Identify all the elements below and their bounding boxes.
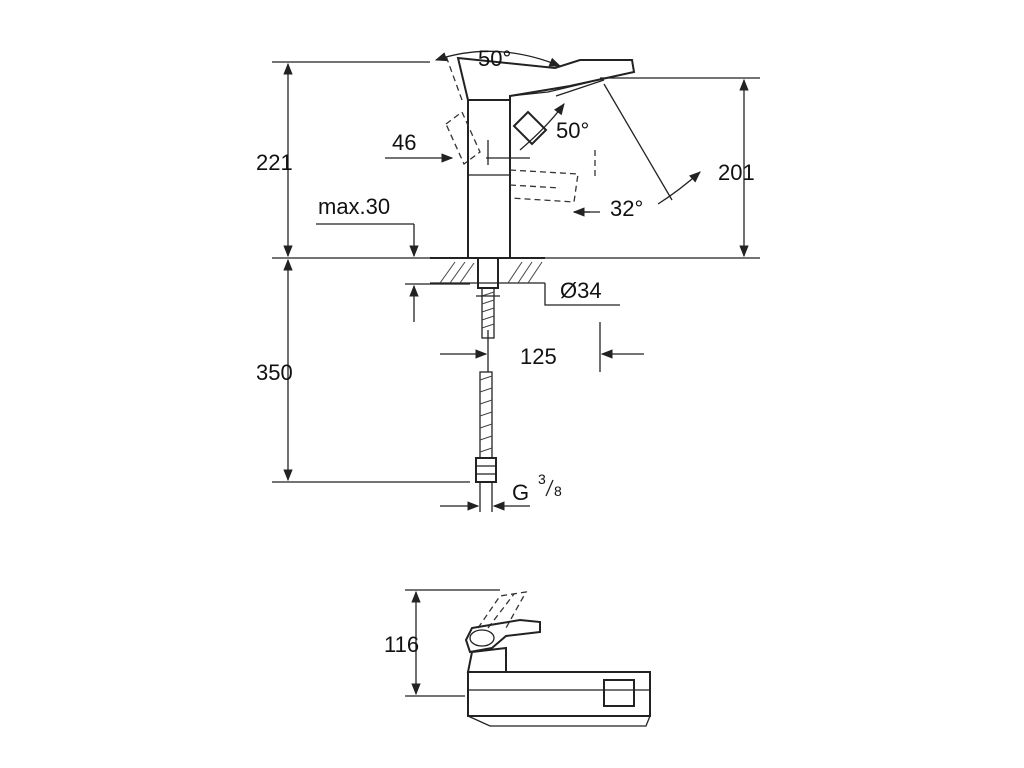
label-connection-g: G: [512, 480, 529, 505]
dimension-max30: max.30: [316, 194, 470, 322]
mounting-rod: [476, 257, 500, 339]
label-connection-num: 3: [538, 471, 546, 487]
label-angle-50-top: 50°: [478, 46, 511, 71]
label-angle-32: 32°: [610, 196, 643, 221]
supply-hose: [475, 371, 497, 512]
label-connection-den: 8: [554, 483, 562, 499]
dimension-46: 46: [385, 130, 530, 165]
dimension-201: 201: [545, 77, 760, 259]
label-max30: max.30: [318, 194, 390, 219]
dimension-height-left: 221 350: [256, 61, 470, 483]
label-height-221: 221: [256, 150, 293, 175]
label-angle-50-side: 50°: [556, 118, 589, 143]
label-116: 116: [384, 632, 419, 657]
faucet-bottom-view: 116: [384, 589, 651, 727]
dimension-125: 125: [440, 322, 644, 372]
label-201: 201: [718, 160, 755, 185]
faucet-body: [456, 56, 636, 259]
dimension-diameter: Ø34: [544, 278, 620, 306]
dimension-connection: G 3 8: [440, 471, 562, 511]
label-diameter-34: Ø34: [560, 278, 602, 303]
label-125: 125: [520, 344, 557, 369]
lever-positions: [445, 55, 596, 203]
angle-annotations: 50° 50° 32°: [434, 46, 701, 221]
deck-surface: [430, 257, 545, 284]
label-hose-350: 350: [256, 360, 293, 385]
label-46: 46: [392, 130, 416, 155]
